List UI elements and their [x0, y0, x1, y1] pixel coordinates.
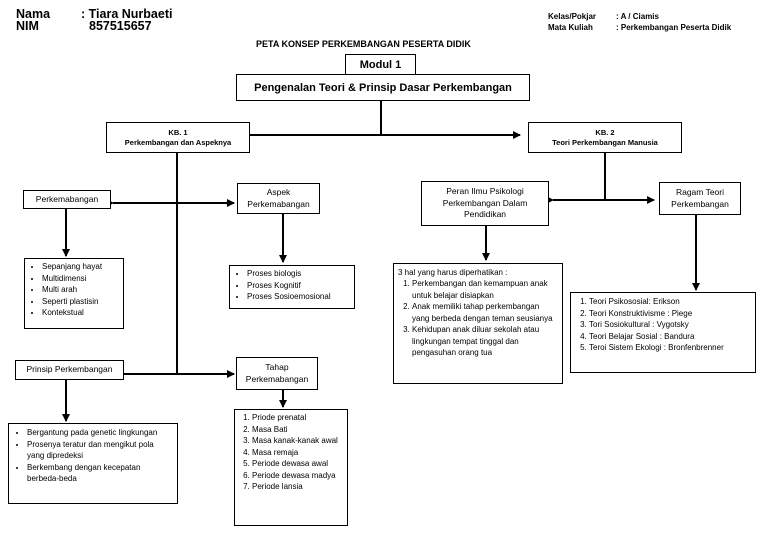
list-item: Proses biologis — [247, 268, 351, 280]
ragam-list: Teori Psikososial: Erikson Teori Konstru… — [575, 296, 751, 354]
peran-intro: 3 hal yang harus diperhatikan : — [398, 268, 508, 277]
nim-value: 857515657 — [89, 19, 152, 33]
kb2-line1: KB. 2 — [595, 127, 615, 137]
ragam-list-box: Teori Psikososial: Erikson Teori Konstru… — [570, 292, 756, 373]
page-title: PETA KONSEP PERKEMBANGAN PESERTA DIDIK — [256, 39, 471, 49]
list-item: Kehidupan anak diluar sekolah atau lingk… — [412, 324, 558, 359]
list-item: Teori Belajar Sosial : Bandura — [589, 331, 751, 343]
aspek-line2: Perkemabangan — [247, 198, 310, 209]
main-topic-box: Pengenalan Teori & Prinsip Dasar Perkemb… — [236, 74, 530, 101]
list-item: Masa Bati — [252, 424, 344, 436]
peran-line1: Peran Ilmu Psikologi — [446, 186, 524, 197]
kb2-line2: Teori Perkembangan Manusia — [552, 137, 658, 147]
kb1-line2: Perkembangan dan Aspeknya — [124, 137, 232, 147]
kb1-line1: KB. 1 — [168, 127, 188, 137]
list-item: Periode dewasa awal — [252, 458, 344, 470]
prinsip-label: Prinsip Perkembangan — [26, 364, 113, 375]
kelas-label: Kelas/Pokjar — [548, 12, 597, 21]
tahap-list-box: Priode prenatal Masa Bati Masa kanak-kan… — [234, 409, 348, 526]
tahap-line2: Perkemabangan — [245, 373, 309, 384]
perkembangan-label: Perkemabangan — [35, 193, 99, 204]
peran-list-box: 3 hal yang harus diperhatikan : Perkemba… — [393, 263, 563, 384]
aspek-box: Aspek Perkemabangan — [237, 183, 320, 214]
peran-list: Perkembangan dan kemampuan anak untuk be… — [398, 278, 558, 359]
tahap-box: Tahap Perkemabangan — [236, 357, 318, 390]
perkembangan-box: Perkemabangan — [23, 190, 111, 209]
tahap-list: Priode prenatal Masa Bati Masa kanak-kan… — [238, 412, 344, 493]
aspek-list-box: Proses biologis Proses Kognitif Proses S… — [229, 265, 355, 309]
list-item: Teori Psikososial: Erikson — [589, 296, 751, 308]
list-item: Anak memiliki tahap perkembangan yang be… — [412, 301, 558, 324]
list-item: Teroi Sistem Ekologi : Bronfenbrenner — [589, 342, 751, 354]
main-topic-label: Pengenalan Teori & Prinsip Dasar Perkemb… — [254, 81, 512, 94]
ragam-line1: Ragam Teori — [675, 187, 725, 197]
list-item: Kontekstual — [42, 307, 120, 319]
list-item: Periode dewasa madya — [252, 470, 344, 482]
matkul-value: : Perkembangan Peserta Didik — [616, 23, 732, 32]
aspek-line1: Aspek — [266, 187, 291, 197]
list-item: Masa kanak-kanak awal — [252, 435, 344, 447]
nim-label: NIM — [16, 19, 39, 33]
prinsip-list-box: Bergantung pada genetic lingkungan Prose… — [8, 423, 178, 504]
peran-line2: Perkembangan Dalam — [442, 197, 528, 208]
list-item: Bergantung pada genetic lingkungan — [27, 427, 173, 439]
list-item: Multidimensi — [42, 273, 120, 285]
list-item: Multi arah — [42, 284, 120, 296]
tahap-line1: Tahap — [265, 362, 289, 372]
name-value: : Tiara Nurbaeti — [81, 7, 173, 21]
aspek-list: Proses biologis Proses Kognitif Proses S… — [233, 268, 351, 303]
list-item: Perkembangan dan kemampuan anak untuk be… — [412, 278, 558, 301]
prinsip-list: Bergantung pada genetic lingkungan Prose… — [13, 427, 173, 485]
kelas-value: : A / Ciamis — [616, 12, 659, 21]
list-item: Periode lansia — [252, 481, 344, 493]
list-item: Teori Konstruktivisme : Piege — [589, 308, 751, 320]
prinsip-box: Prinsip Perkembangan — [15, 360, 124, 380]
matkul-label: Mata Kuliah — [548, 23, 593, 32]
perkembangan-list: Sepanjang hayat Multidimensi Multi arah … — [28, 261, 120, 319]
list-item: Seperti plastisin — [42, 296, 120, 308]
list-item: Masa remaja — [252, 447, 344, 459]
kb1-box: KB. 1 Perkembangan dan Aspeknya — [106, 122, 250, 153]
ragam-line2: Perkembangan — [671, 198, 729, 209]
perkembangan-list-box: Sepanjang hayat Multidimensi Multi arah … — [24, 258, 124, 329]
list-item: Berkembang dengan kecepatan berbeda-beda — [27, 462, 173, 485]
list-item: Proses Sosioemosional — [247, 291, 351, 303]
list-item: Tori Sosiokultural : Vygotsky — [589, 319, 751, 331]
list-item: Proses Kognitif — [247, 280, 351, 292]
peran-line3: Pendidikan — [463, 209, 507, 220]
modul-label: Modul 1 — [359, 58, 402, 71]
list-item: Prosenya teratur dan mengikut pola yang … — [27, 439, 173, 462]
name-label: Nama — [16, 7, 51, 21]
kb2-box: KB. 2 Teori Perkembangan Manusia — [528, 122, 682, 153]
peran-box: Peran Ilmu Psikologi Perkembangan Dalam … — [421, 181, 549, 226]
modul-box: Modul 1 — [345, 54, 416, 75]
list-item: Priode prenatal — [252, 412, 344, 424]
ragam-box: Ragam Teori Perkembangan — [659, 182, 741, 215]
list-item: Sepanjang hayat — [42, 261, 120, 273]
